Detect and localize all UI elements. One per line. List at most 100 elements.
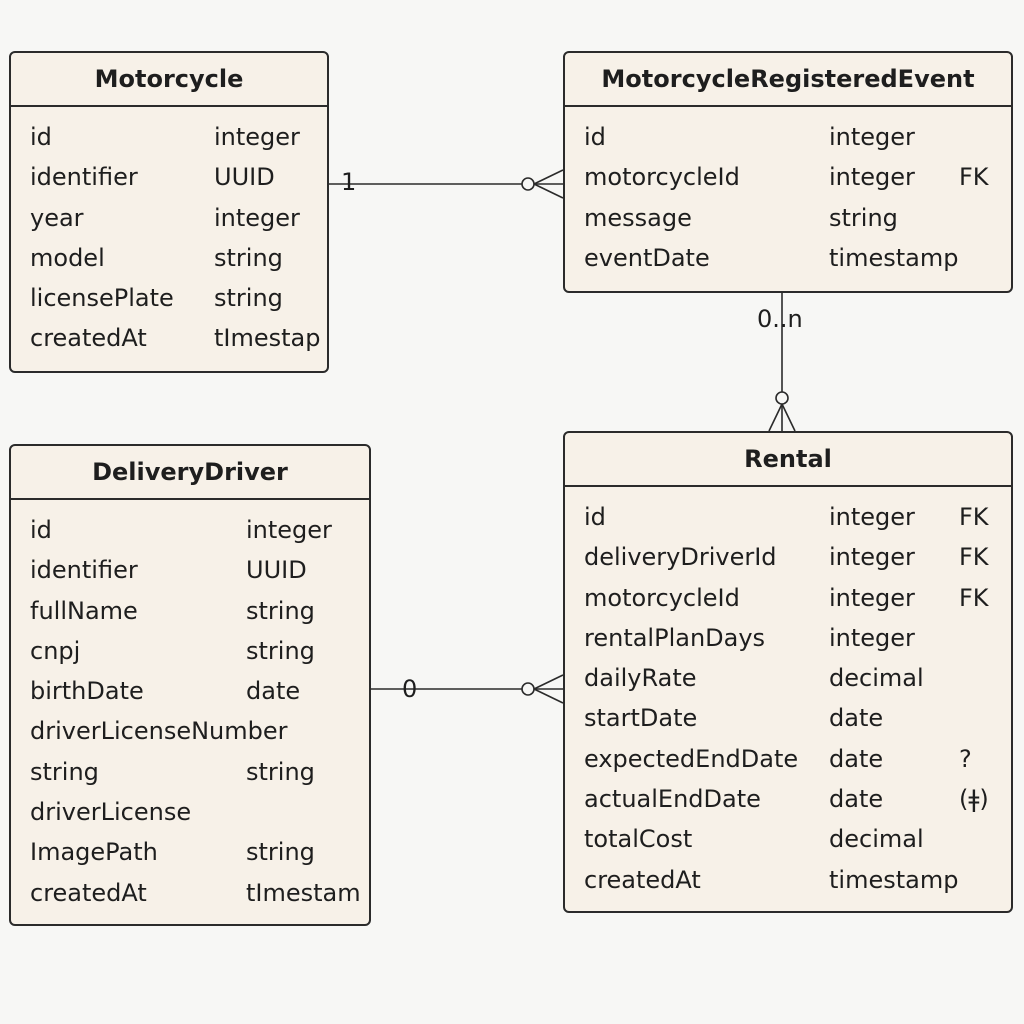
- field-row: cnpj string: [11, 631, 369, 671]
- field-name: ImagePath: [30, 838, 158, 867]
- field-key: FK: [959, 503, 989, 531]
- field-name: licensePlate: [30, 284, 174, 313]
- field-row: licensePlate string: [11, 278, 327, 318]
- field-name: cnpj: [30, 636, 81, 665]
- field-row: expectedEndDate date?: [565, 739, 1011, 779]
- field-type: date: [829, 785, 884, 814]
- field-type: string: [246, 838, 315, 867]
- field-type: date: [829, 704, 884, 733]
- entity-title: DeliveryDriver: [11, 446, 369, 500]
- field-row: actualEndDate date (ǂ): [565, 779, 1011, 819]
- field-type: integer: [214, 203, 300, 232]
- field-type: string: [246, 636, 315, 665]
- field-name: expectedEndDate: [584, 744, 799, 773]
- field-row: driverLicenseNumber: [11, 711, 369, 751]
- field-type: decimal: [829, 825, 924, 854]
- field-type: string: [214, 284, 283, 313]
- field-type: integer: [829, 163, 915, 192]
- field-type: decimal: [829, 664, 924, 693]
- field-name: identifier: [30, 163, 138, 192]
- field-row: birthDate date: [11, 671, 369, 711]
- field-row: id integer: [11, 117, 327, 157]
- entity-title: MotorcycleRegisteredEvent: [565, 53, 1011, 107]
- field-name: driverLicense: [30, 798, 192, 827]
- field-name: createdAt: [584, 865, 701, 894]
- field-name: driverLicenseNumber: [30, 717, 288, 746]
- field-type: string: [246, 757, 315, 786]
- field-type: tImestap: [214, 324, 321, 353]
- field-row: string string: [11, 752, 369, 792]
- field-key: FK: [959, 543, 989, 572]
- field-row: dailyRate decimal: [565, 658, 1011, 698]
- entity-title: Rental: [565, 433, 1011, 487]
- field-name: year: [30, 203, 84, 232]
- field-name: dailyRate: [584, 664, 697, 693]
- field-type: integer: [829, 623, 915, 652]
- field-type: date: [829, 744, 884, 773]
- field-name: string: [30, 757, 99, 786]
- field-type: tImestam: [246, 878, 361, 907]
- field-key: ?: [959, 744, 972, 773]
- field-name: createdAt: [30, 878, 147, 907]
- field-type: string: [246, 596, 315, 625]
- field-type: integer: [829, 503, 915, 531]
- field-name: actualEndDate: [584, 785, 761, 814]
- field-name: startDate: [584, 704, 698, 733]
- field-row: id integer: [565, 117, 1011, 157]
- field-row: createdAt tImestap: [11, 318, 327, 358]
- field-type: integer: [829, 543, 915, 572]
- field-key: FK: [959, 163, 989, 192]
- field-row: message string: [565, 198, 1011, 238]
- cardinality-driver-rental: 0: [402, 675, 418, 703]
- field-type: timestamp: [829, 865, 959, 894]
- field-name: fullName: [30, 596, 138, 625]
- field-name: createdAt: [30, 324, 147, 353]
- field-row: driverLicense: [11, 792, 369, 832]
- field-key: FK: [959, 583, 989, 612]
- cardinality-event-rental: 0..n: [757, 305, 803, 333]
- field-type: UUID: [214, 163, 275, 192]
- field-row: year integer: [11, 198, 327, 238]
- field-row: rentalPlanDays integer: [565, 618, 1011, 658]
- field-row: createdAt tImestam: [11, 873, 369, 913]
- field-row: startDate date: [565, 698, 1011, 738]
- field-row: totalCost decimal: [565, 819, 1011, 859]
- field-row: eventDate timestamp: [565, 238, 1011, 278]
- field-name: totalCost: [584, 825, 693, 854]
- field-type: integer: [246, 516, 332, 544]
- entity-motorcycle: Motorcycle id integer identifier UUID year in…: [9, 51, 329, 373]
- rel-driver-rental-line: [371, 674, 564, 704]
- field-type: integer: [214, 123, 300, 151]
- field-name: birthDate: [30, 677, 144, 706]
- entity-title: Motorcycle: [11, 53, 327, 107]
- field-name: id: [584, 123, 606, 151]
- rel-motorcycle-event-line: [329, 169, 564, 199]
- field-type: integer: [829, 583, 915, 612]
- field-name: eventDate: [584, 243, 710, 272]
- field-key: (ǂ): [959, 785, 989, 814]
- field-name: rentalPlanDays: [584, 623, 766, 652]
- field-row: createdAt timestamp: [565, 860, 1011, 900]
- field-name: model: [30, 243, 105, 272]
- field-type: date: [246, 677, 301, 706]
- field-name: message: [584, 203, 692, 232]
- field-row: model string: [11, 238, 327, 278]
- field-row: ImagePath string: [11, 832, 369, 872]
- field-row: fullName string: [11, 591, 369, 631]
- field-name: deliveryDriverId: [584, 543, 777, 572]
- cardinality-motorcycle-event: 1: [341, 168, 357, 196]
- field-type: timestamp: [829, 243, 959, 272]
- field-row: deliveryDriverId integer FK: [565, 537, 1011, 577]
- field-type: string: [829, 203, 898, 232]
- field-type: string: [214, 243, 283, 272]
- field-type: integer: [829, 123, 915, 151]
- field-name: id: [30, 123, 52, 151]
- field-row: identifier UUID: [11, 157, 327, 197]
